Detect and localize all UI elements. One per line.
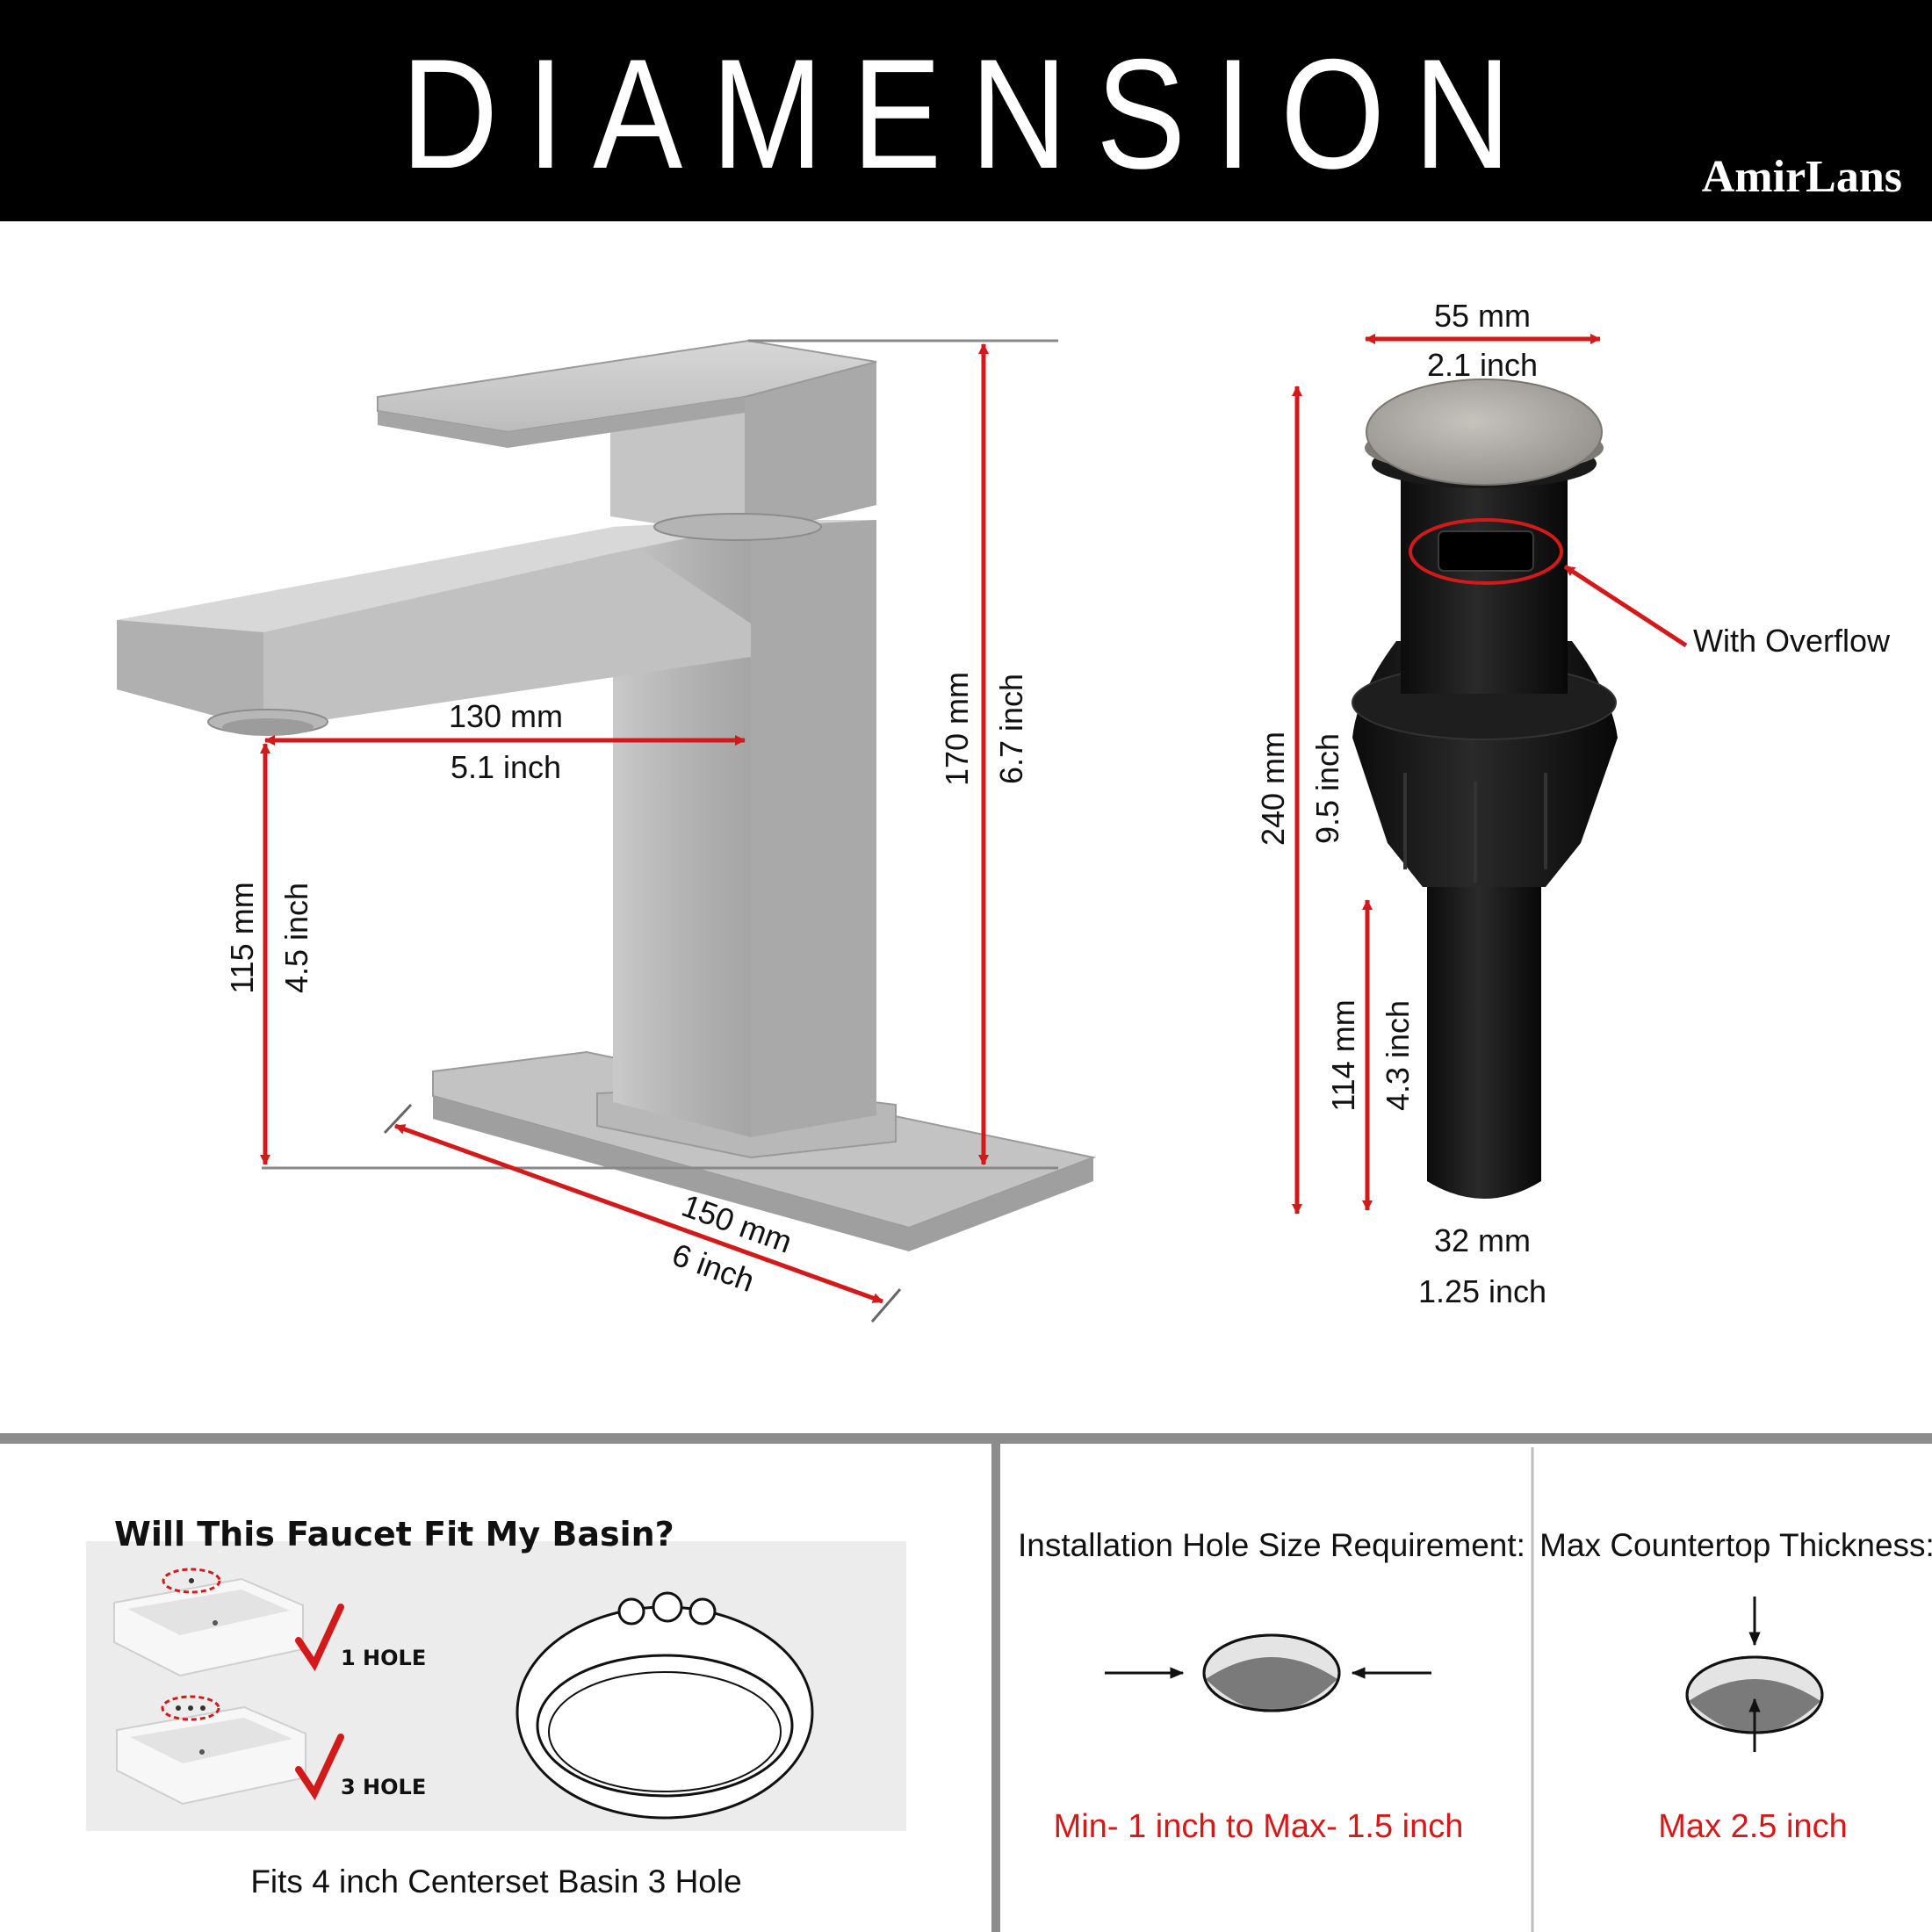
three-hole-basin bbox=[116, 1695, 306, 1806]
hole-size-title: Installation Hole Size Requirement: bbox=[1018, 1527, 1525, 1563]
height-inch: 6.7 inch bbox=[993, 674, 1029, 784]
drain-top-inch: 2.1 inch bbox=[1427, 347, 1538, 383]
hole-size-icon bbox=[1105, 1633, 1431, 1712]
reach-inch: 5.1 inch bbox=[451, 749, 561, 785]
three-hole-label: 3 HOLE bbox=[341, 1775, 426, 1799]
drain-height-inch: 9.5 inch bbox=[1309, 733, 1345, 844]
bottom-panels: Will This Faucet Fit My Basin? 1 HOLE 3 … bbox=[0, 1433, 1932, 1932]
height-mm: 170 mm bbox=[939, 672, 975, 786]
basin-fit-question: Will This Faucet Fit My Basin? bbox=[114, 1515, 674, 1554]
basin-fit-caption: Fits 4 inch Centerset Basin 3 Hole bbox=[250, 1864, 741, 1900]
drain-dimensions: 55 mm 2.1 inch 240 mm 9.5 inch 114 mm 4.… bbox=[1255, 298, 1891, 1309]
one-hole-label: 1 HOLE bbox=[341, 1646, 426, 1670]
drain-height-mm: 240 mm bbox=[1255, 732, 1291, 846]
spout-height-mm: 115 mm bbox=[224, 882, 260, 993]
faucet-dimensions: 130 mm 5.1 inch 170 mm 6.7 inch 115 mm 4… bbox=[224, 339, 1058, 1323]
pipe-height-mm: 114 mm bbox=[1325, 999, 1361, 1111]
oval-basin-drawing bbox=[515, 1591, 814, 1820]
header-bar: DIAMENSION AmirLans bbox=[0, 0, 1932, 221]
pipe-height-inch: 4.3 inch bbox=[1380, 1000, 1416, 1111]
page-title: DIAMENSION bbox=[400, 26, 1540, 201]
reach-mm: 130 mm bbox=[449, 698, 563, 734]
countertop-title: Max Countertop Thickness: bbox=[1539, 1527, 1932, 1563]
countertop-thickness-icon bbox=[1685, 1597, 1824, 1752]
plate-length-arrow bbox=[394, 1123, 883, 1304]
hole-size-value: Min- 1 inch to Max- 1.5 inch bbox=[1054, 1808, 1464, 1845]
pipe-width-mm: 32 mm bbox=[1434, 1222, 1531, 1258]
drain-top-mm: 55 mm bbox=[1434, 298, 1531, 334]
drain-illustration bbox=[1352, 378, 1618, 1199]
check-icon bbox=[295, 1734, 344, 1801]
countertop-value: Max 2.5 inch bbox=[1658, 1808, 1847, 1845]
brand-logo: AmirLans bbox=[1701, 152, 1902, 202]
spout-height-inch: 4.5 inch bbox=[278, 883, 314, 993]
pipe-width-inch: 1.25 inch bbox=[1418, 1273, 1546, 1309]
overflow-label: With Overflow bbox=[1693, 623, 1891, 659]
overflow-pointer bbox=[1563, 564, 1688, 648]
check-icon bbox=[295, 1604, 344, 1672]
